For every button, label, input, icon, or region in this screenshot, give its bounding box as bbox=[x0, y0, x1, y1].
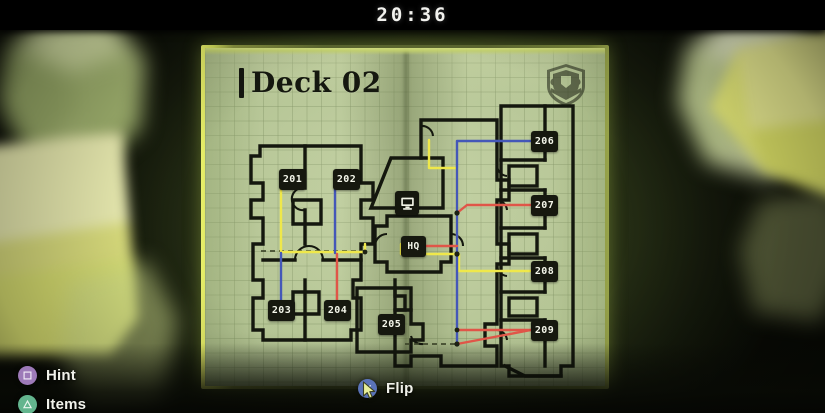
mouse-cursor-icon bbox=[362, 381, 376, 399]
title-accent-bar bbox=[239, 67, 244, 98]
room-tag-206[interactable]: 206 bbox=[531, 131, 558, 152]
room-label: 206 bbox=[534, 136, 555, 147]
items-label: Items bbox=[46, 396, 87, 413]
square-glyph bbox=[23, 371, 32, 380]
room-tag-207[interactable]: 207 bbox=[531, 195, 558, 216]
room-label: 205 bbox=[381, 319, 402, 330]
mission-timer: 20:36 bbox=[0, 0, 825, 30]
flip-label: Flip bbox=[386, 380, 414, 397]
timer-value: 20:36 bbox=[376, 4, 449, 26]
room-label: 207 bbox=[534, 200, 555, 211]
triangle-glyph bbox=[23, 400, 32, 409]
decor-shape-right-slab bbox=[710, 30, 825, 196]
room-label: 208 bbox=[534, 266, 555, 277]
room-label: 204 bbox=[327, 305, 348, 316]
room-label: 203 bbox=[271, 305, 292, 316]
room-tag-204[interactable]: 204 bbox=[324, 300, 351, 321]
map-book[interactable]: Deck 02 bbox=[191, 38, 619, 398]
room-tag-201[interactable]: 201 bbox=[279, 169, 306, 190]
hint-action[interactable]: Hint bbox=[18, 366, 76, 385]
hint-label: Hint bbox=[46, 367, 76, 384]
room-tag-202[interactable]: 202 bbox=[333, 169, 360, 190]
monitor-glyph bbox=[400, 197, 414, 210]
page-title: Deck 02 bbox=[239, 66, 382, 99]
deck-title-text: Deck 02 bbox=[251, 66, 382, 99]
room-tag-hq[interactable]: HQ bbox=[401, 236, 426, 257]
square-button-icon bbox=[18, 366, 37, 385]
triangle-button-icon bbox=[18, 395, 37, 413]
room-label: 201 bbox=[282, 174, 303, 185]
room-tag-209[interactable]: 209 bbox=[531, 320, 558, 341]
decor-shape-left-lower bbox=[60, 260, 178, 413]
room-tag-208[interactable]: 208 bbox=[531, 261, 558, 282]
map-page: Deck 02 bbox=[205, 48, 605, 386]
decor-shape-right-lower bbox=[740, 191, 825, 322]
items-action[interactable]: Items bbox=[18, 395, 86, 413]
room-label: 202 bbox=[336, 174, 357, 185]
computer-terminal-icon[interactable] bbox=[395, 191, 419, 215]
ship-crest-icon bbox=[547, 64, 585, 106]
room-label: HQ bbox=[407, 241, 420, 252]
room-tag-205[interactable]: 205 bbox=[378, 314, 405, 335]
room-label: 209 bbox=[534, 325, 555, 336]
room-tag-203[interactable]: 203 bbox=[268, 300, 295, 321]
